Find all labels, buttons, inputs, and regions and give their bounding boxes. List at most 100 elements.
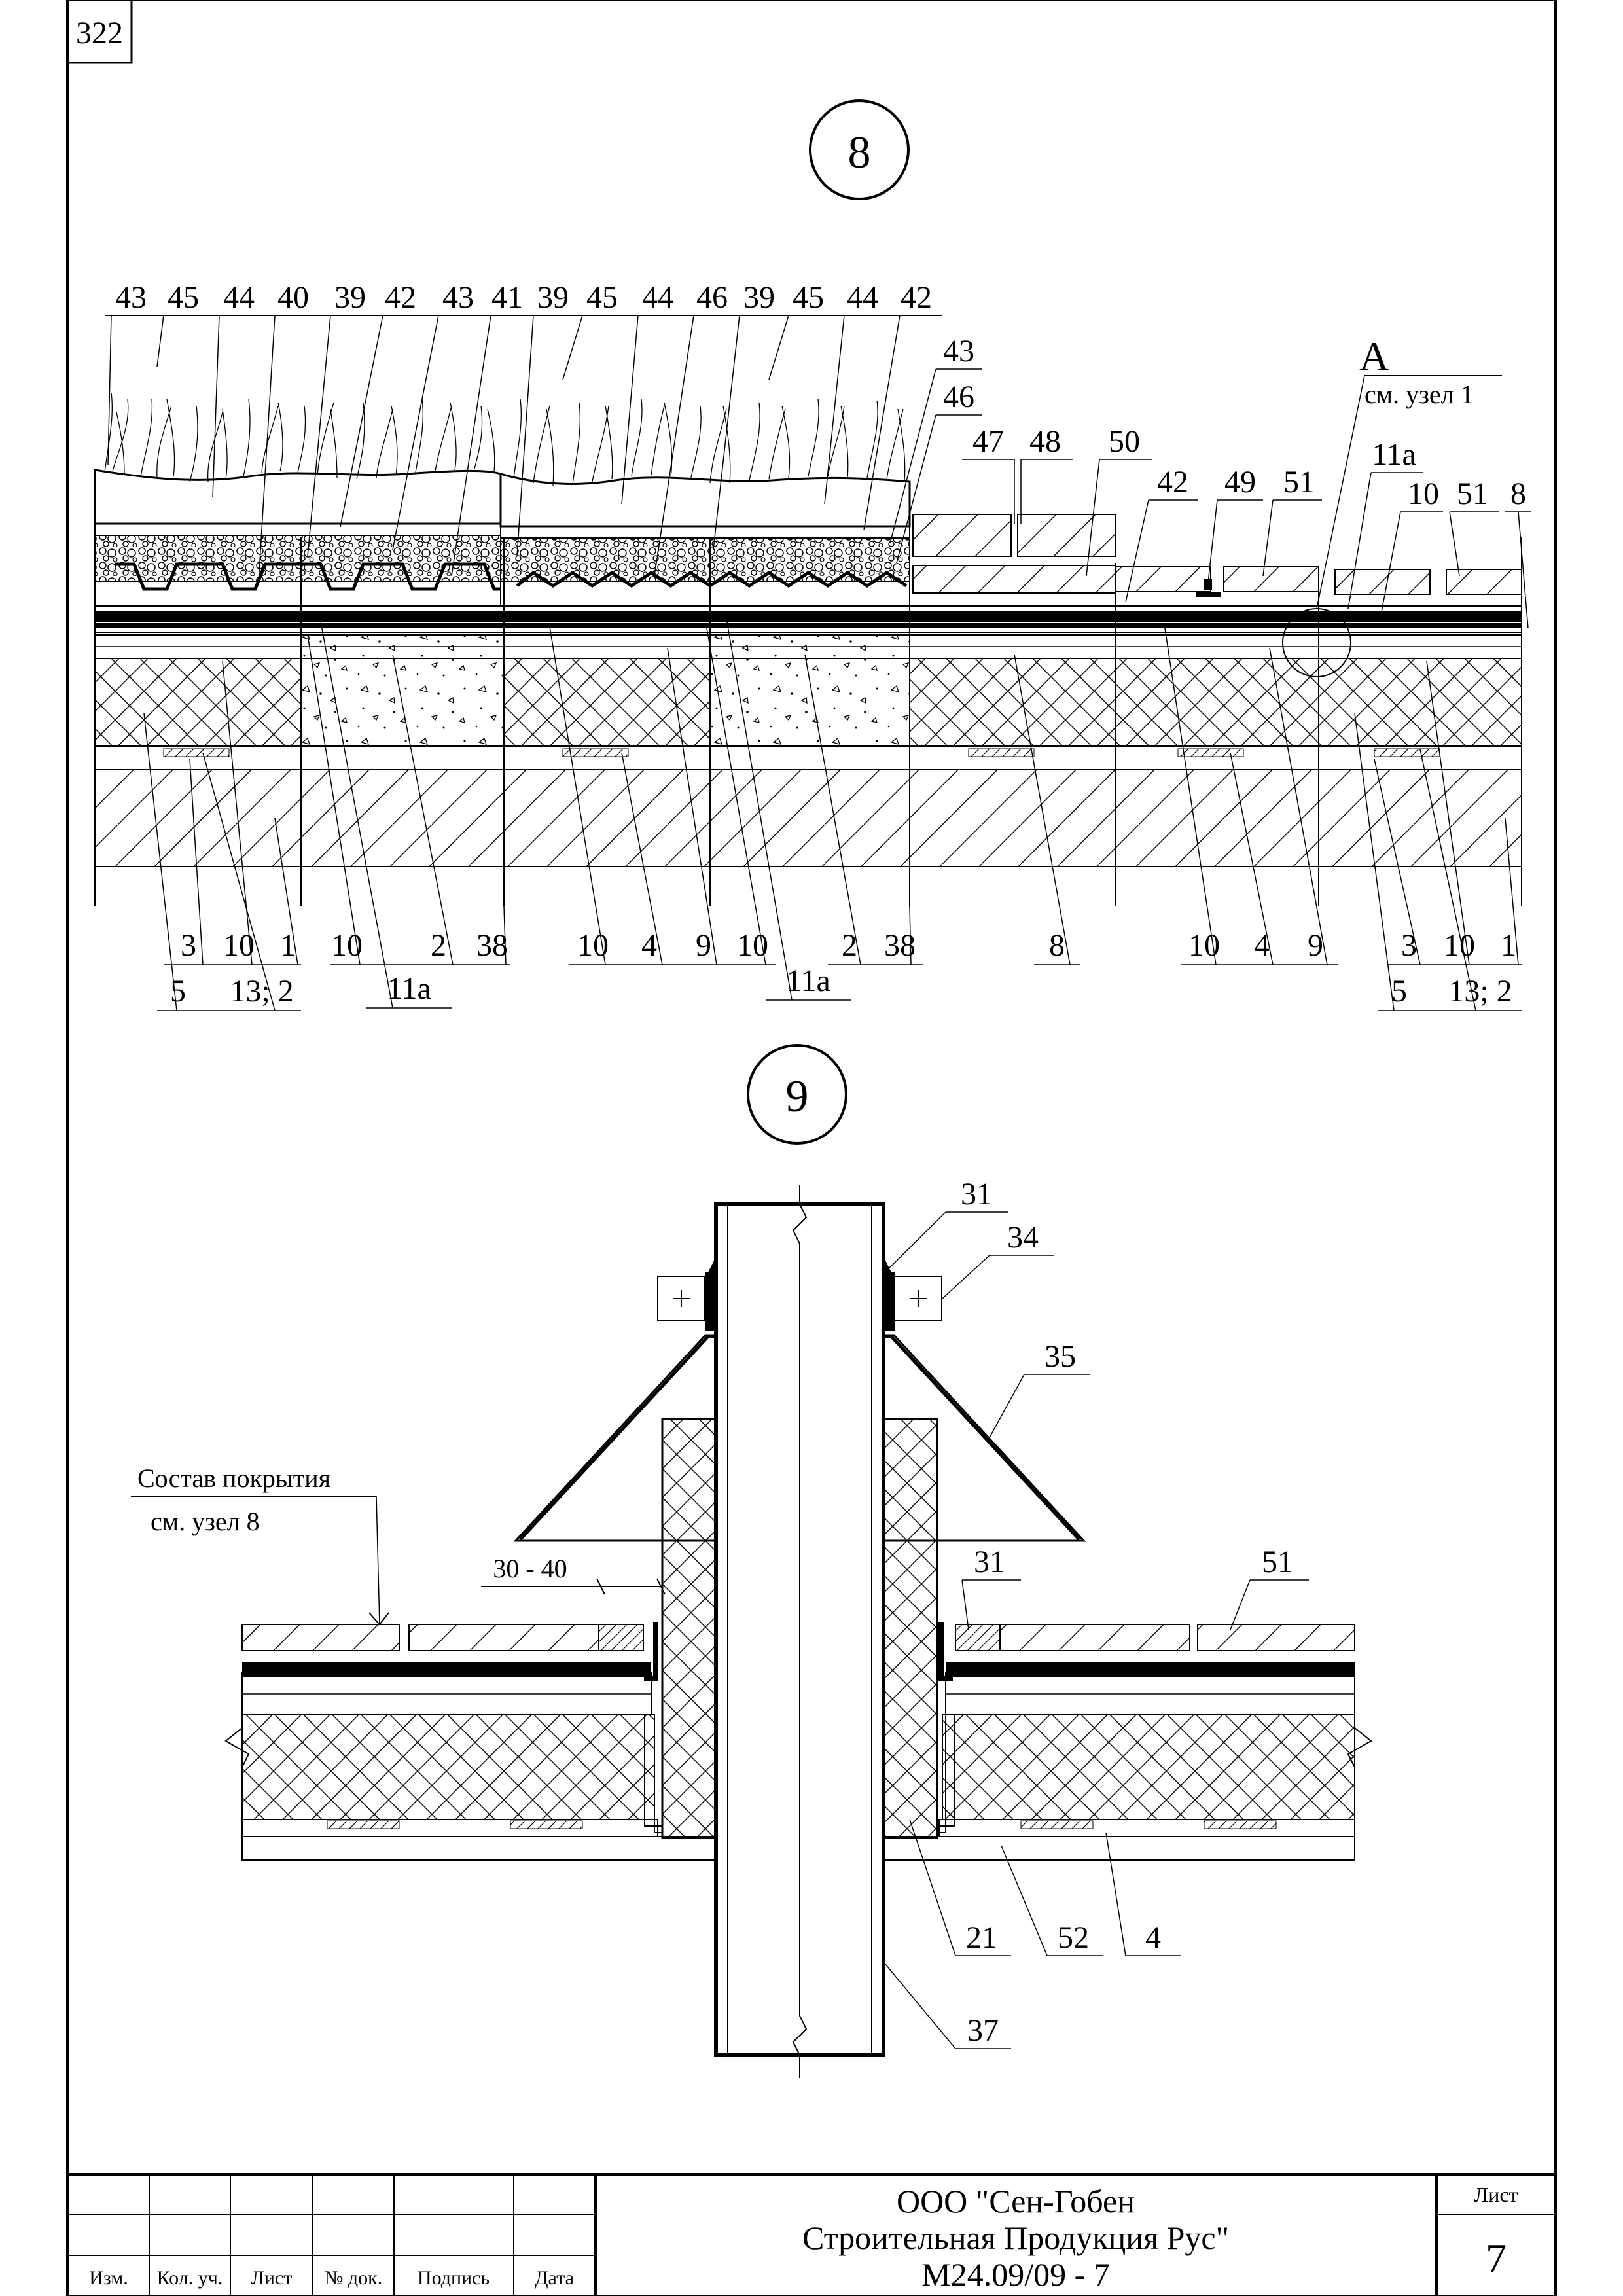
header-kol-uch: Кол. уч. — [157, 2267, 223, 2289]
label-bottom: 4 — [641, 928, 657, 963]
soil-substrate — [94, 469, 502, 525]
paving-slab-51b — [1223, 566, 1319, 592]
detail-9-bubble — [747, 1044, 847, 1145]
zone-divider-lines — [94, 511, 1522, 906]
label-top: 44 — [223, 280, 255, 315]
label-top: 39 — [537, 280, 569, 315]
label-paving: 51 — [1262, 1545, 1293, 1579]
label-clamp: 34 — [1007, 1220, 1039, 1255]
detail-9-leaders — [884, 1211, 1309, 2049]
paving-slab-9d — [1197, 1624, 1355, 1651]
sealant-left — [598, 1624, 644, 1651]
label-pipe-clamp-seal: 31 — [961, 1177, 992, 1211]
label-bottom: 10 — [737, 928, 768, 963]
break-mark-left — [224, 1715, 250, 1860]
soil-substrate-right — [499, 473, 911, 528]
label-mid: 47 — [972, 424, 1004, 459]
paving-slab-51c — [1334, 569, 1431, 595]
roof-insulation-right — [942, 1714, 1355, 1820]
label-bottom: 9 — [1308, 928, 1323, 963]
label-bottom: 9 — [696, 928, 711, 963]
label-ceiling: 52 — [1058, 1920, 1089, 1955]
label-bottom: 11а — [786, 963, 830, 998]
label-bottom: 10 — [331, 928, 363, 963]
header-izm: Изм. — [89, 2267, 128, 2289]
vapour-layer-left — [241, 1819, 658, 1837]
title-block-headers: Изм. Кол. уч. Лист № док. Подпись Дата — [89, 2267, 574, 2289]
sheet-number: 7 — [1486, 2235, 1507, 2282]
label-sleeve: 21 — [966, 1920, 997, 1955]
pipe-break-top — [792, 1185, 808, 2078]
label-bottom: 5 — [170, 974, 186, 1009]
detail-8: 8 — [94, 99, 1531, 1011]
paving-slab-51d — [1446, 569, 1522, 595]
detail-8-number: 8 — [848, 128, 871, 178]
label-top: 39 — [334, 280, 366, 315]
sheet-label: Лист — [1474, 2183, 1518, 2206]
concrete-infill-2 — [709, 634, 910, 747]
label-mid: 48 — [1029, 424, 1061, 459]
label-top: 45 — [168, 280, 199, 315]
label-bottom: 10 — [577, 928, 609, 963]
drainage-membrane-left — [115, 562, 501, 591]
title-block: Изм. Кол. уч. Лист № док. Подпись Дата О… — [67, 2173, 1556, 2296]
detail-9-labels: 31 34 35 31 51 21 52 4 37 — [961, 1177, 1293, 2048]
label-top: 40 — [277, 280, 309, 315]
label-pipe: 37 — [967, 2013, 999, 2048]
company-line2: Строительная Продукция Рус" — [802, 2219, 1229, 2256]
paving-slab-9b — [408, 1624, 599, 1651]
header-list: Лист — [251, 2267, 293, 2289]
paving-slab-48 — [1017, 514, 1116, 557]
label-bottom: 1 — [1501, 928, 1516, 963]
paving-slab-51a — [1115, 566, 1211, 592]
roof-insulation-left — [241, 1714, 655, 1820]
label-rain-collar: 35 — [1044, 1339, 1076, 1374]
pipe-sleeve-left — [662, 1418, 717, 1839]
page-number-box — [66, 0, 133, 64]
paving-slab-9c — [999, 1624, 1190, 1651]
page-number: 322 — [76, 16, 123, 50]
label-bottom: 38 — [476, 928, 508, 963]
label-mid: 42 — [1157, 465, 1188, 499]
label-sealant: 31 — [974, 1545, 1005, 1579]
document-code: М24.09/09 - 7 — [921, 2256, 1110, 2293]
label-mid: 50 — [1109, 424, 1140, 459]
insulation-layer-middle — [503, 658, 711, 747]
label-bottom: 1 — [280, 928, 296, 963]
label-mid: 51 — [1283, 465, 1315, 499]
detail-9-number: 9 — [786, 1071, 809, 1122]
adhesive-strips — [163, 748, 1440, 757]
break-mark-right — [1347, 1715, 1372, 1860]
label-bottom: 11а — [387, 971, 431, 1006]
label-top: 44 — [642, 280, 673, 315]
coating-note-line2: см. узел 8 — [151, 1507, 260, 1536]
label-bottom: 13; 2 — [230, 974, 293, 1009]
drainage-base-left — [94, 581, 501, 607]
label-mid: 8 — [1510, 476, 1526, 511]
callout-letter: А — [1359, 333, 1389, 380]
label-top: 44 — [847, 280, 878, 315]
filter-layer-left — [94, 523, 501, 536]
label-bottom: 13; 2 — [1448, 974, 1512, 1009]
paving-support-49 — [1196, 579, 1221, 597]
detail-8-bubble — [809, 99, 910, 200]
bottom-leader-lines — [143, 618, 1522, 1011]
drainage-base-right — [500, 581, 910, 607]
label-top: 46 — [696, 280, 728, 315]
label-top: 39 — [743, 280, 775, 315]
structural-slab — [94, 769, 1522, 867]
header-signature: Подпись — [418, 2267, 490, 2289]
pipe-sleeve-right — [883, 1418, 938, 1839]
sheet-frame — [66, 0, 1557, 2296]
label-top: 41 — [491, 280, 523, 315]
detail-9: 9 — [131, 1044, 1372, 2078]
header-doc-no: № док. — [325, 2267, 382, 2289]
membrane-upturn-left — [644, 1622, 658, 1681]
membrane-upturn-right — [938, 1622, 953, 1681]
label-mid: 10 — [1408, 476, 1439, 511]
label-bottom: 8 — [1049, 928, 1065, 963]
mid-labels: 43 46 47 48 50 42 49 51 11а 10 51 8 — [943, 334, 1526, 511]
label-mid: 43 — [943, 334, 974, 368]
top-leader-lines — [107, 315, 901, 583]
